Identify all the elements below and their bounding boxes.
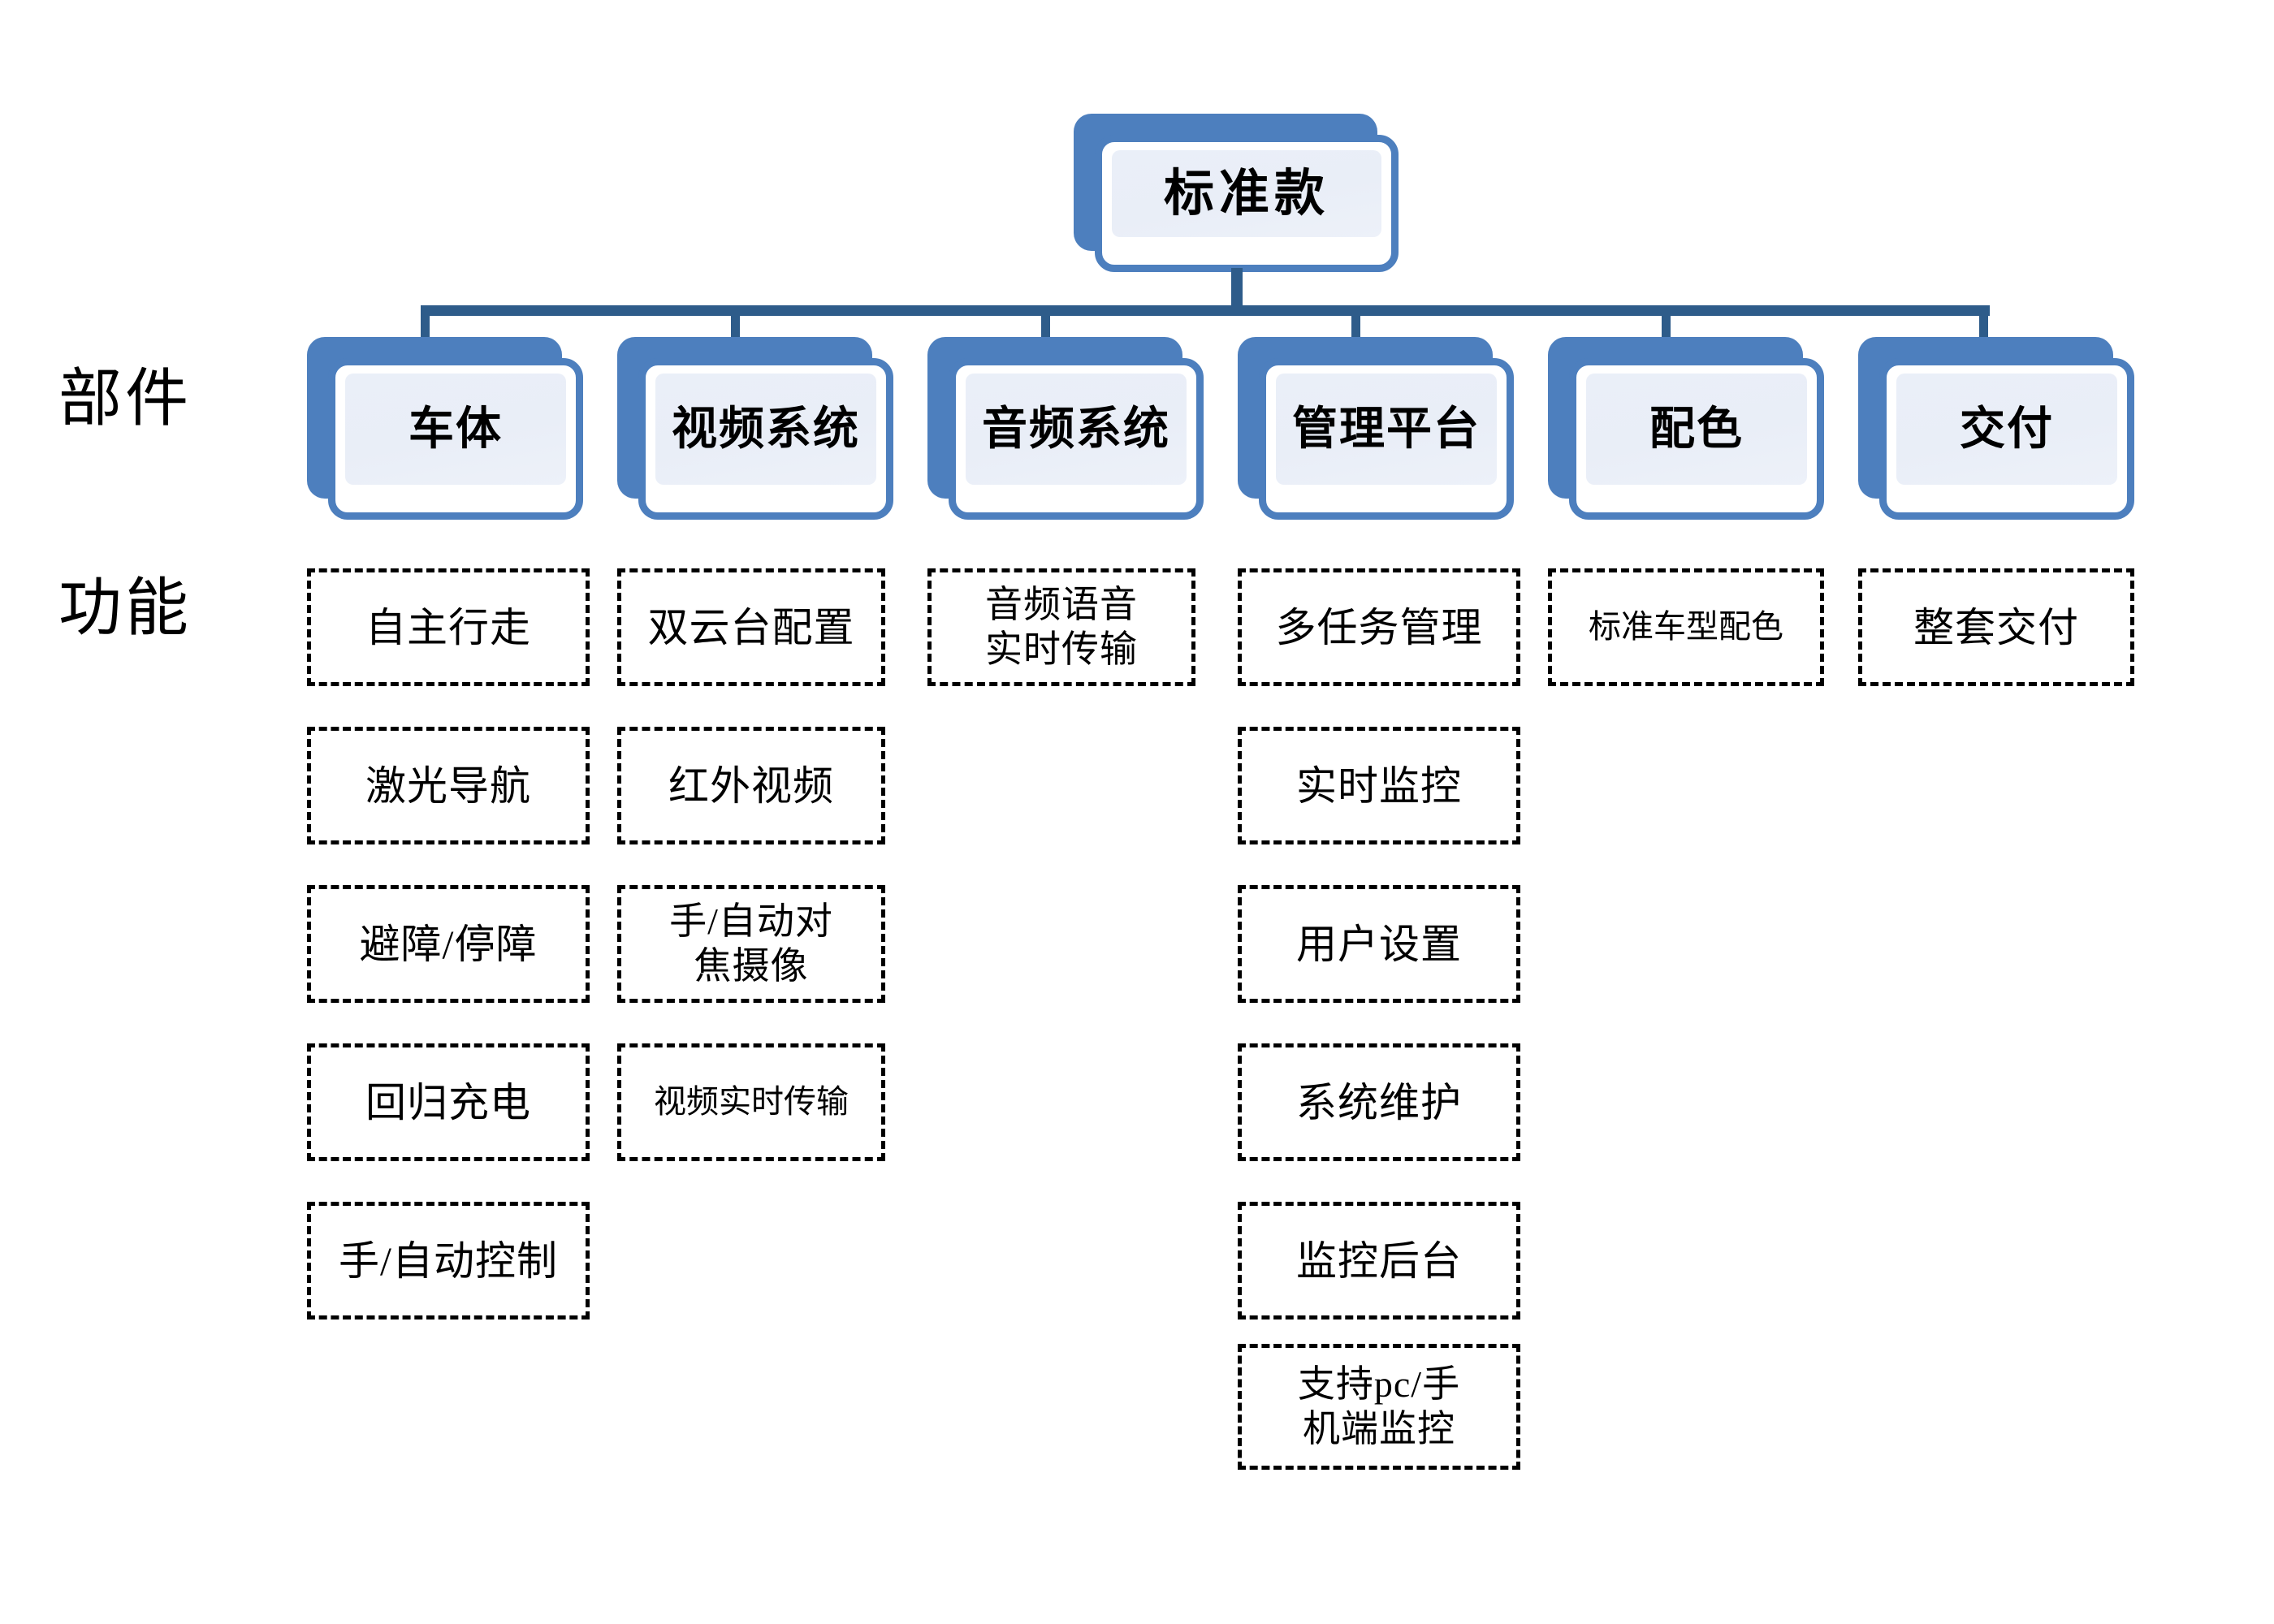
function-box-label: 监控后台: [1296, 1237, 1462, 1284]
function-box-label: 多任务管理: [1275, 604, 1483, 650]
root-node-label: 标准款: [1163, 166, 1329, 222]
function-box-label: 整套交付: [1913, 604, 2079, 650]
component-node-card: 管理平台: [1259, 358, 1514, 520]
function-box-label: 音频语音 实时传输: [985, 584, 1138, 670]
component-node-card: 视频系统: [638, 358, 893, 520]
function-box-label: 支持pc/手 机端监控: [1297, 1363, 1461, 1449]
root-node-standard-model[interactable]: 标准款: [1074, 114, 1399, 272]
component-node-video[interactable]: 视频系统: [617, 337, 893, 520]
function-box-color-1[interactable]: 标准车型配色: [1548, 568, 1824, 686]
function-box-label: 实时监控: [1296, 762, 1462, 809]
function-box-body-4[interactable]: 回归充电: [307, 1043, 590, 1161]
function-box-platform-6[interactable]: 支持pc/手 机端监控: [1238, 1344, 1520, 1470]
connector-drop-color: [1662, 305, 1671, 338]
component-node-card: 音频系统: [949, 358, 1204, 520]
function-box-label: 双云台配置: [647, 604, 855, 650]
function-box-video-1[interactable]: 双云台配置: [617, 568, 885, 686]
function-box-label: 系统维护: [1296, 1079, 1462, 1125]
function-box-video-3[interactable]: 手/自动对 焦摄像: [617, 885, 885, 1003]
component-node-label: 交付: [1960, 404, 2054, 455]
component-node-card: 车体: [328, 358, 583, 520]
component-node-label: 管理平台: [1292, 404, 1481, 455]
function-box-platform-2[interactable]: 实时监控: [1238, 727, 1520, 844]
component-node-inner-panel: 音频系统: [966, 374, 1187, 485]
component-node-card: 交付: [1879, 358, 2134, 520]
function-box-label: 视频实时传输: [654, 1083, 849, 1121]
component-node-inner-panel: 交付: [1896, 374, 2117, 485]
function-box-body-2[interactable]: 激光导航: [307, 727, 590, 844]
connector-drop-body: [421, 305, 430, 338]
function-box-platform-4[interactable]: 系统维护: [1238, 1043, 1520, 1161]
connector-root-stem: [1231, 268, 1243, 309]
function-box-video-2[interactable]: 红外视频: [617, 727, 885, 844]
function-box-audio-1[interactable]: 音频语音 实时传输: [927, 568, 1195, 686]
component-node-inner-panel: 视频系统: [655, 374, 876, 485]
component-node-body[interactable]: 车体: [307, 337, 583, 520]
function-box-platform-5[interactable]: 监控后台: [1238, 1202, 1520, 1320]
function-box-label: 自主行走: [365, 604, 531, 650]
connector-drop-platform: [1351, 305, 1360, 338]
function-box-platform-1[interactable]: 多任务管理: [1238, 568, 1520, 686]
function-box-body-1[interactable]: 自主行走: [307, 568, 590, 686]
connector-drop-audio: [1041, 305, 1050, 338]
function-box-label: 激光导航: [365, 762, 531, 809]
component-node-label: 配色: [1649, 404, 1744, 455]
function-box-label: 回归充电: [365, 1079, 531, 1125]
component-node-color[interactable]: 配色: [1548, 337, 1824, 520]
root-node-inner-panel: 标准款: [1112, 150, 1381, 237]
function-box-label: 红外视频: [668, 762, 834, 809]
component-node-label: 车体: [409, 404, 503, 455]
function-box-label: 手/自动对 焦摄像: [669, 901, 833, 987]
component-node-inner-panel: 配色: [1586, 374, 1807, 485]
component-node-inner-panel: 管理平台: [1276, 374, 1497, 485]
component-node-audio[interactable]: 音频系统: [927, 337, 1204, 520]
function-box-body-5[interactable]: 手/自动控制: [307, 1202, 590, 1320]
row-label-functions: 功能: [58, 572, 192, 643]
component-node-card: 配色: [1569, 358, 1824, 520]
component-node-delivery[interactable]: 交付: [1858, 337, 2134, 520]
function-box-video-4[interactable]: 视频实时传输: [617, 1043, 885, 1161]
connector-drop-delivery: [1979, 305, 1988, 338]
component-node-label: 音频系统: [982, 404, 1170, 455]
function-box-label: 手/自动控制: [339, 1237, 558, 1284]
connector-horizontal-bus: [421, 305, 1990, 316]
function-box-delivery-1[interactable]: 整套交付: [1858, 568, 2134, 686]
component-node-inner-panel: 车体: [345, 374, 566, 485]
row-label-components: 部件: [58, 363, 192, 434]
function-box-label: 避障/停障: [359, 921, 538, 967]
component-node-platform[interactable]: 管理平台: [1238, 337, 1514, 520]
function-box-label: 用户设置: [1296, 921, 1462, 967]
function-box-platform-3[interactable]: 用户设置: [1238, 885, 1520, 1003]
function-box-label: 标准车型配色: [1589, 608, 1783, 646]
component-node-label: 视频系统: [672, 404, 860, 455]
function-box-body-3[interactable]: 避障/停障: [307, 885, 590, 1003]
root-node-card: 标准款: [1095, 135, 1399, 272]
connector-drop-video: [731, 305, 740, 338]
